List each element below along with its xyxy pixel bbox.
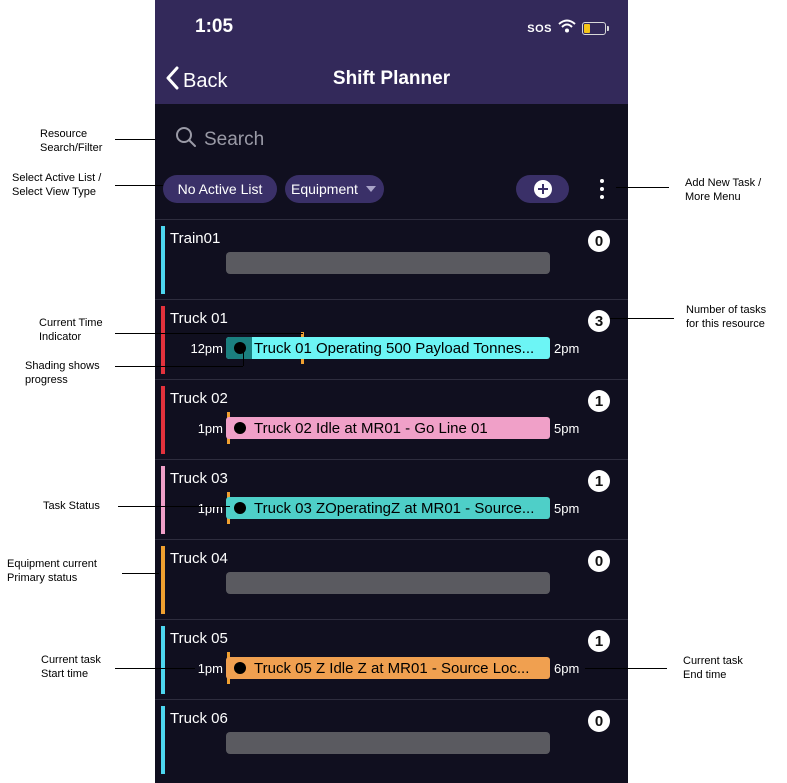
wifi-icon [558, 19, 576, 38]
task-end-time: 6pm [554, 661, 580, 676]
empty-task-bar [226, 252, 550, 274]
resource-name: Truck 01 [170, 310, 228, 327]
search-icon [175, 126, 204, 154]
task-label: Truck 02 Idle at MR01 - Go Line 01 [254, 419, 488, 437]
annotation-current-time: Current Time Indicator [39, 317, 103, 343]
plus-icon [533, 180, 552, 198]
annotation-line [610, 318, 674, 319]
task-count-badge: 3 [588, 310, 610, 332]
annotation-line [115, 668, 195, 669]
resource-name: Truck 05 [170, 630, 228, 647]
task-end-time: 2pm [554, 341, 580, 356]
task-count-badge: 1 [588, 630, 610, 652]
annotation-line [115, 366, 243, 367]
resource-name: Truck 04 [170, 550, 228, 567]
task-count-badge: 0 [588, 550, 610, 572]
status-time: 1:05 [195, 16, 234, 37]
task-end-time: 5pm [554, 501, 580, 516]
caret-down-icon [365, 186, 376, 192]
task-end-time: 5pm [554, 421, 580, 436]
resource-name: Truck 06 [170, 710, 228, 727]
task-status-dot-icon [234, 422, 246, 434]
annotation-line [118, 506, 230, 507]
add-task-button[interactable] [516, 175, 569, 203]
empty-task-bar [226, 732, 550, 754]
equipment-status-bar [161, 466, 165, 534]
equipment-status-bar [161, 386, 165, 454]
annotation-end-time: Current task End time [683, 655, 743, 681]
annotation-line [243, 352, 244, 366]
annotation-line [115, 185, 163, 186]
task-bar[interactable]: Truck 02 Idle at MR01 - Go Line 01 [226, 417, 550, 439]
task-count-badge: 0 [588, 710, 610, 732]
task-status-dot-icon [234, 662, 246, 674]
header-bar: 1:05 SOS Back Shift Planner [155, 0, 628, 104]
task-status-dot-icon [234, 342, 246, 354]
more-menu-button[interactable] [598, 179, 606, 199]
annotation-shading: Shading shows progress [25, 360, 100, 386]
resource-row[interactable]: Truck 01 3 12pm Truck 01 Operating 500 Payl… [155, 299, 628, 379]
task-count-badge: 0 [588, 230, 610, 252]
task-bar[interactable]: Truck 01 Operating 500 Payload Tonnes... [226, 337, 550, 359]
annotation-line [115, 333, 303, 334]
resource-name: Truck 02 [170, 390, 228, 407]
annotation-add-task: Add New Task / More Menu [685, 177, 762, 203]
active-list-button[interactable]: No Active List [163, 175, 277, 203]
annotation-line [616, 187, 669, 188]
resource-row[interactable]: Truck 03 1 1pm Truck 03 ZOperatingZ at MR01… [155, 459, 628, 539]
task-start-time: 1pm [197, 661, 223, 676]
task-count-badge: 1 [588, 390, 610, 412]
equipment-status-bar [161, 626, 165, 694]
task-start-time: 1pm [197, 501, 223, 516]
empty-task-bar [226, 572, 550, 594]
annotation-search: Resource Search/Filter [40, 128, 103, 154]
task-bar[interactable]: Truck 03 ZOperatingZ at MR01 - Source... [226, 497, 550, 519]
view-type-select[interactable]: Equipment [285, 175, 384, 203]
equipment-status-bar [161, 226, 165, 294]
phone-screen: 1:05 SOS Back Shift Planner Search [155, 0, 628, 783]
equipment-status-bar [161, 306, 165, 374]
annotation-active-list: Select Active List / Select View Type [12, 172, 102, 198]
task-count-badge: 1 [588, 470, 610, 492]
task-start-time: 1pm [197, 421, 223, 436]
equipment-status-bar [161, 706, 165, 774]
resource-row[interactable]: Truck 06 0 [155, 699, 628, 779]
status-icons: SOS [527, 19, 609, 38]
sos-indicator: SOS [527, 22, 552, 35]
resource-row[interactable]: Truck 02 1 1pm Truck 02 Idle at MR01 - Go L… [155, 379, 628, 459]
battery-icon [582, 22, 609, 35]
resource-name: Train01 [170, 230, 221, 247]
annotation-line [122, 573, 159, 574]
annotation-start-time: Current task Start time [41, 654, 101, 680]
resource-row[interactable]: Train01 0 [155, 219, 628, 299]
annotation-num-tasks: Number of tasks for this resource [686, 304, 767, 330]
page-title: Shift Planner [332, 68, 451, 89]
annotation-line [585, 668, 667, 669]
task-status-dot-icon [234, 502, 246, 514]
search-input[interactable]: Search [175, 126, 264, 154]
equipment-status-bar [161, 546, 165, 614]
resource-name: Truck 03 [170, 470, 228, 487]
annotation-task-status: Task Status [43, 500, 100, 512]
back-button[interactable]: Back [165, 66, 227, 96]
task-bar[interactable]: Truck 05 Z Idle Z at MR01 - Source Loc..… [226, 657, 550, 679]
back-label: Back [183, 69, 228, 92]
task-start-time: 12pm [190, 341, 223, 356]
task-label: Truck 03 ZOperatingZ at MR01 - Source... [254, 499, 535, 517]
task-label: Truck 05 Z Idle Z at MR01 - Source Loc..… [254, 659, 530, 677]
view-type-label: Equipment [291, 181, 358, 197]
resource-row[interactable]: Truck 04 0 [155, 539, 628, 619]
annotation-equipment-status: Equipment current Primary status [7, 558, 97, 584]
resource-row[interactable]: Truck 05 1 1pm Truck 05 Z Idle Z at MR01 - … [155, 619, 628, 699]
more-dot-icon [600, 179, 604, 183]
search-placeholder: Search [204, 129, 265, 150]
task-label: Truck 01 Operating 500 Payload Tonnes... [254, 339, 535, 357]
chevron-left-icon [165, 66, 183, 96]
annotation-line [115, 139, 155, 140]
